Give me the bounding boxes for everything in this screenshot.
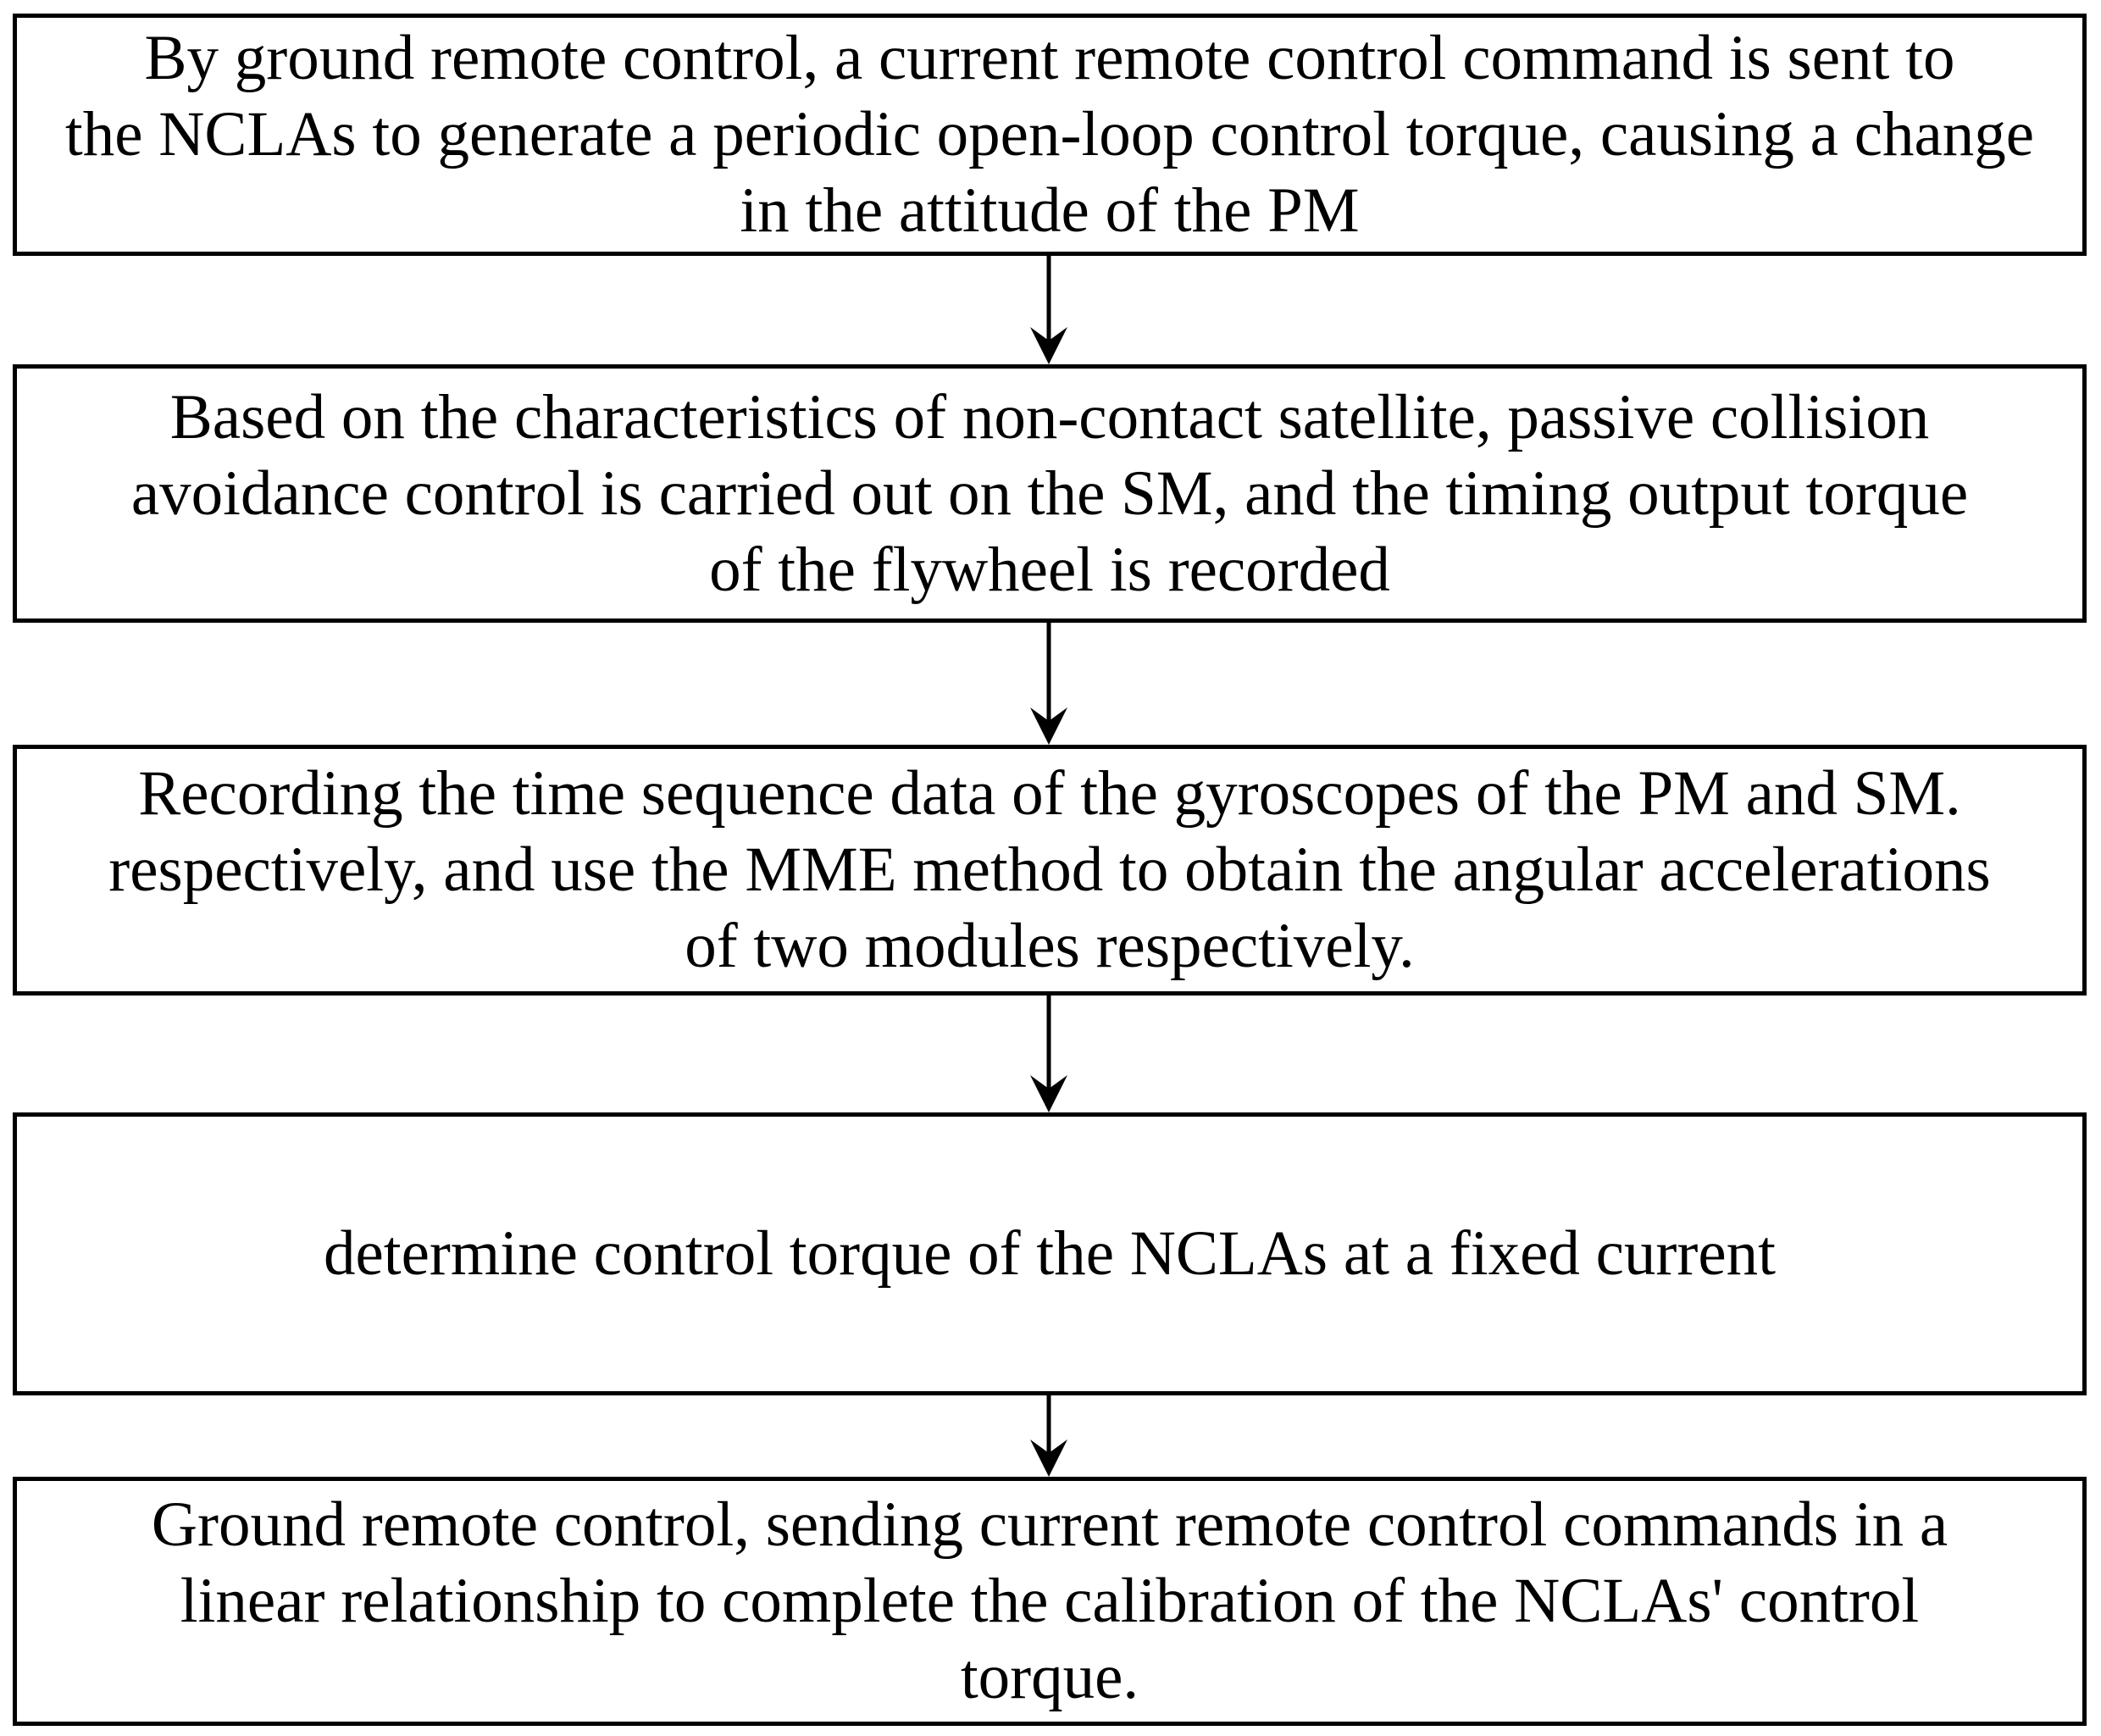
flowchart-node-step-3-label: Recording the time sequence data of the … bbox=[108, 758, 1991, 981]
flowchart-node-step-1: By ground remote control, a current remo… bbox=[13, 14, 2087, 256]
flowchart-node-step-4: determine control torque of the NCLAs at… bbox=[13, 1112, 2087, 1395]
flowchart-arrow-4-to-5 bbox=[1023, 1395, 1074, 1477]
flowchart-node-step-2-label: Based on the characteristics of non-cont… bbox=[130, 381, 1969, 605]
flowchart-node-step-5: Ground remote control, sending current r… bbox=[13, 1477, 2087, 1726]
flowchart-arrow-3-to-4 bbox=[1023, 996, 1074, 1112]
flowchart-node-step-4-label: determine control torque of the NCLAs at… bbox=[324, 1218, 1776, 1289]
flowchart-node-step-5-label: Ground remote control, sending current r… bbox=[151, 1489, 1949, 1712]
flowchart-arrow-2-to-3 bbox=[1023, 623, 1074, 745]
flowchart-node-step-1-label: By ground remote control, a current remo… bbox=[64, 23, 2035, 246]
flowchart-node-step-3: Recording the time sequence data of the … bbox=[13, 745, 2087, 996]
flowchart-arrow-1-to-2 bbox=[1023, 256, 1074, 364]
flowchart-node-step-2: Based on the characteristics of non-cont… bbox=[13, 364, 2087, 623]
